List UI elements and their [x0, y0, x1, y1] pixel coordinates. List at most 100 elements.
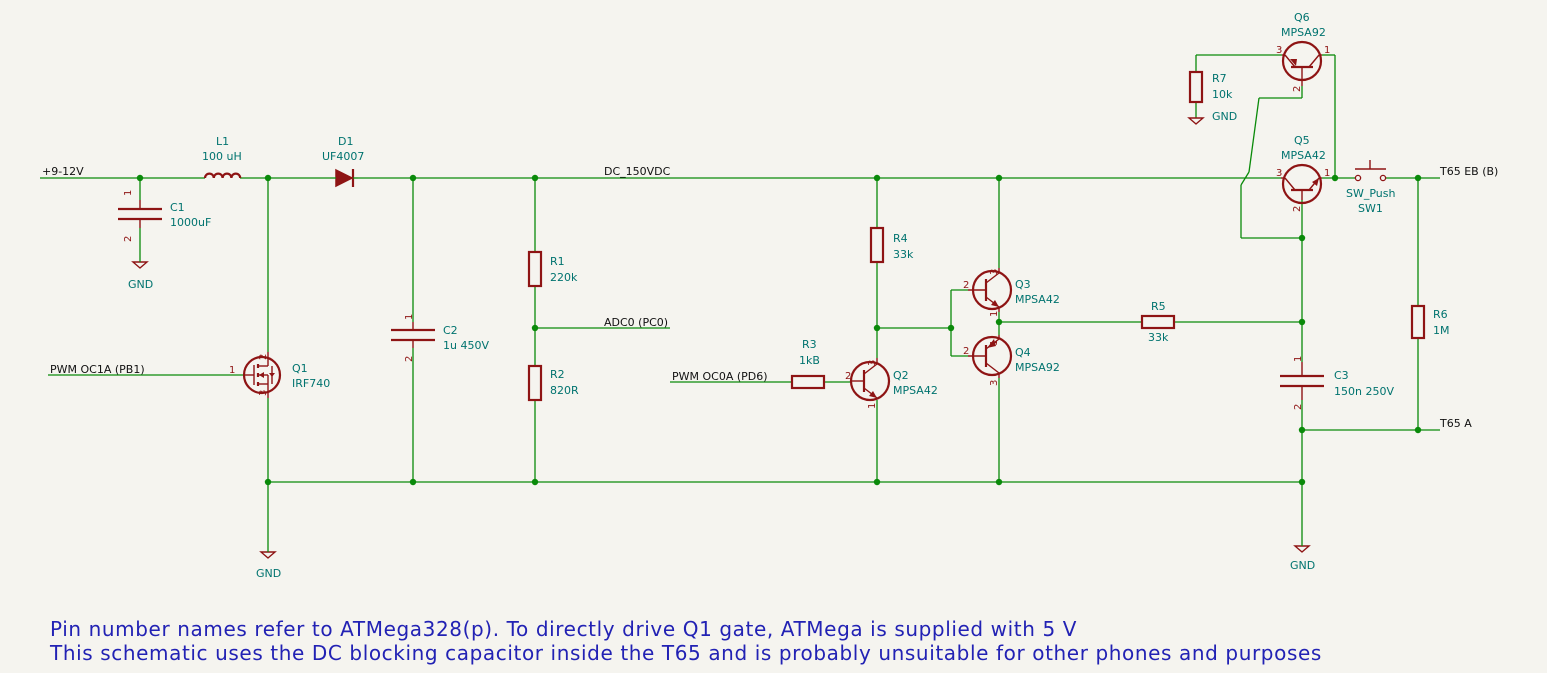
c1-pin-1: 1	[123, 190, 134, 196]
r3-ref: R3	[802, 338, 817, 351]
q5-pin-1: 1	[1324, 168, 1330, 179]
transistor-q2: 3 2 1 Q2 MPSA42	[845, 358, 938, 409]
capacitor-c2: 1 2 C2 1u 450V	[391, 314, 489, 362]
q1-pin-2: 2	[258, 354, 269, 360]
ground-symbol-q1: GND	[256, 548, 281, 580]
q2-pin-2: 2	[845, 371, 851, 382]
wires	[40, 54, 1440, 548]
capacitor-c1: 1 2 C1 1000uF	[118, 190, 211, 242]
q3-pin-3: 3	[989, 269, 1000, 275]
r7-value: 10k	[1212, 88, 1233, 101]
c2-pin-2: 2	[404, 356, 415, 362]
q3-pin-2: 2	[963, 280, 969, 291]
gnd-label-c1: GND	[128, 278, 153, 291]
r2-ref: R2	[550, 368, 565, 381]
q6-pin-3: 3	[1276, 45, 1282, 56]
q1-ref: Q1	[292, 362, 308, 375]
ground-symbol-r7: GND	[1187, 110, 1237, 125]
q5-value: MPSA42	[1281, 149, 1326, 162]
c3-ref: C3	[1334, 369, 1349, 382]
transistor-q5: 3 1 2 Q5 MPSA42	[1276, 134, 1330, 212]
resistor-r2: R2 820R	[527, 364, 579, 402]
resistor-r7: R7 10k	[1188, 70, 1233, 104]
l1-value: 100 uH	[202, 150, 242, 163]
net-label-vin: +9-12V	[42, 165, 84, 178]
q4-pin-3: 3	[989, 380, 1000, 386]
net-label-dc150: DC_150VDC	[604, 165, 671, 178]
r6-ref: R6	[1433, 308, 1448, 321]
q2-ref: Q2	[893, 369, 909, 382]
sw1-value: SW_Push	[1346, 187, 1396, 200]
r3-value: 1kB	[799, 354, 820, 367]
r6-value: 1M	[1433, 324, 1450, 337]
c2-pin-1: 1	[404, 314, 415, 320]
resistor-r1: R1 220k	[527, 250, 578, 288]
r4-ref: R4	[893, 232, 908, 245]
q6-ref: Q6	[1294, 11, 1310, 24]
resistor-r3: R3 1kB	[790, 338, 826, 390]
q1-value: IRF740	[292, 377, 330, 390]
q6-value: MPSA92	[1281, 26, 1326, 39]
ground-symbol-c1: GND	[128, 258, 153, 291]
q2-pin-3: 3	[867, 360, 878, 366]
r1-ref: R1	[550, 255, 565, 268]
net-label-pwm-oc1a: PWM OC1A (PB1)	[50, 363, 145, 376]
resistor-r5: R5 33k	[1140, 300, 1176, 344]
c1-ref: C1	[170, 201, 185, 214]
gnd-label-c3: GND	[1290, 559, 1315, 572]
q4-value: MPSA92	[1015, 361, 1060, 374]
net-label-pwm-oc0a: PWM OC0A (PD6)	[672, 370, 768, 383]
inductor-l1: L1 100 uH	[202, 135, 242, 179]
c1-value: 1000uF	[170, 216, 211, 229]
note-line-1: Pin number names refer to ATMega328(p). …	[50, 617, 1077, 641]
c3-value: 150n 250V	[1334, 385, 1394, 398]
q3-value: MPSA42	[1015, 293, 1060, 306]
d1-value: UF4007	[322, 150, 364, 163]
q6-pin-2: 2	[1292, 86, 1303, 92]
q2-pin-1: 1	[867, 403, 878, 409]
q3-ref: Q3	[1015, 278, 1031, 291]
r1-value: 220k	[550, 271, 578, 284]
transistor-q6: 3 1 2 Q6 MPSA92	[1276, 11, 1330, 92]
net-label-t65-a: T65 A	[1439, 417, 1472, 430]
q4-ref: Q4	[1015, 346, 1031, 359]
q1-pin-1: 1	[229, 365, 235, 376]
gnd-label-r7: GND	[1212, 110, 1237, 123]
l1-ref: L1	[216, 135, 229, 148]
q5-pin-3: 3	[1276, 168, 1282, 179]
d1-ref: D1	[338, 135, 353, 148]
c3-pin-2: 2	[1293, 404, 1304, 410]
sw1-ref: SW1	[1358, 202, 1383, 215]
c2-value: 1u 450V	[443, 339, 489, 352]
net-label-adc: ADC0 (PC0)	[604, 316, 668, 329]
q2-value: MPSA42	[893, 384, 938, 397]
junction-dots	[136, 174, 1422, 486]
resistor-r4: R4 33k	[869, 226, 914, 264]
q5-ref: Q5	[1294, 134, 1310, 147]
q4-pin-1: 1	[989, 340, 1000, 346]
c3-pin-1: 1	[1293, 356, 1304, 362]
r2-value: 820R	[550, 384, 579, 397]
q3-pin-1: 1	[989, 311, 1000, 317]
capacitor-c3: 1 2 C3 150n 250V	[1280, 356, 1394, 410]
gnd-label-q1: GND	[256, 567, 281, 580]
c2-ref: C2	[443, 324, 458, 337]
resistor-r6: R6 1M	[1410, 304, 1450, 340]
r5-value: 33k	[1148, 331, 1169, 344]
mosfet-q1: 1 2 3 Q1 IRF740	[229, 352, 330, 398]
q1-pin-3: 3	[258, 390, 269, 396]
push-switch-sw1: SW_Push SW1	[1346, 160, 1396, 215]
ground-symbol-c3: GND	[1290, 542, 1315, 572]
q4-pin-2: 2	[963, 346, 969, 357]
r4-value: 33k	[893, 248, 914, 261]
r7-ref: R7	[1212, 72, 1227, 85]
transistor-q4: 1 2 3 Q4 MPSA92	[963, 335, 1060, 386]
net-label-t65-eb: T65 EB (B)	[1439, 165, 1498, 178]
diode-d1: D1 UF4007	[322, 135, 364, 188]
q6-pin-1: 1	[1324, 45, 1330, 56]
c1-pin-2: 2	[123, 236, 134, 242]
r5-ref: R5	[1151, 300, 1166, 313]
q5-pin-2: 2	[1292, 206, 1303, 212]
note-line-2: This schematic uses the DC blocking capa…	[49, 641, 1322, 665]
